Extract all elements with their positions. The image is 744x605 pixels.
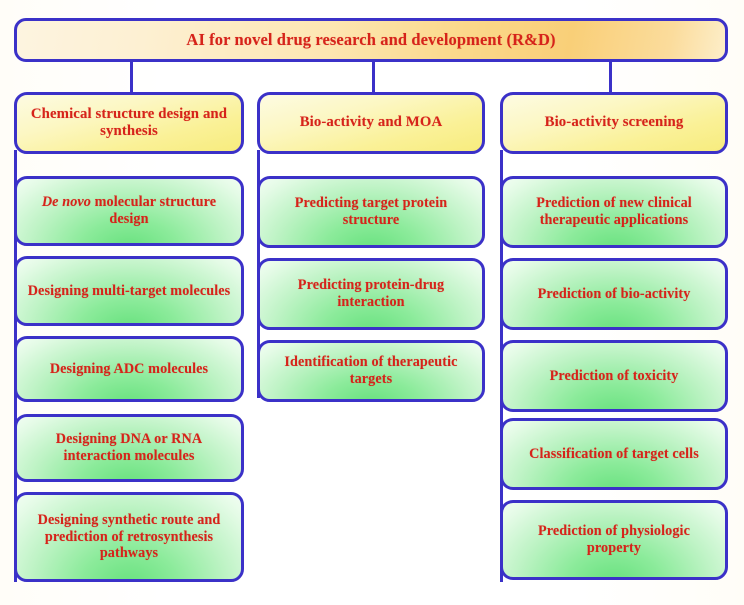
- branch-3-header-label: Bio-activity screening: [544, 114, 684, 131]
- branch-2-item-2[interactable]: Predicting protein-drug interaction: [257, 258, 485, 330]
- diagram-title-text: AI for novel drug research and developme…: [186, 30, 556, 50]
- branch-1-header-label: Chemical structure design and synthesis: [30, 105, 228, 139]
- branch-2-header-label: Bio-activity and MOA: [299, 114, 443, 131]
- branch-1-item-2-label: Designing multi-target molecules: [27, 282, 231, 299]
- branch-3-item-4-label: Classification of target cells: [529, 445, 699, 462]
- branch-3-item-2[interactable]: Prediction of bio-activity: [500, 258, 728, 330]
- branch-3-item-2-label: Prediction of bio-activity: [537, 285, 691, 302]
- branch-3-item-3-label: Prediction of toxicity: [549, 367, 679, 384]
- branch-3-item-3[interactable]: Prediction of toxicity: [500, 340, 728, 412]
- branch-1-item-4[interactable]: Designing DNA or RNA interaction molecul…: [14, 414, 244, 482]
- branch-2-item-3-label: Identification of therapeutic targets: [284, 354, 458, 387]
- branch-3-item-1-label: Prediction of new clinical therapeutic a…: [536, 195, 692, 228]
- branch-2-item-1-label: Predicting target protein structure: [294, 195, 448, 228]
- branch-1-item-1-label: De novo molecular structure design: [41, 194, 217, 227]
- branch-2-item-3[interactable]: Identification of therapeutic targets: [257, 340, 485, 402]
- branch-1-item-2[interactable]: Designing multi-target molecules: [14, 256, 244, 326]
- branch-1-header[interactable]: Chemical structure design and synthesis: [14, 92, 244, 154]
- branch-3-item-4[interactable]: Classification of target cells: [500, 418, 728, 490]
- branch-1-item-5-label: Designing synthetic route and prediction…: [37, 511, 221, 562]
- branch-1-item-3[interactable]: Designing ADC molecules: [14, 336, 244, 402]
- branch-1-item-3-label: Designing ADC molecules: [49, 360, 209, 377]
- connector-trunk-branch-1: [130, 62, 133, 94]
- connector-trunk-branch-3: [609, 62, 612, 94]
- branch-2-item-1[interactable]: Predicting target protein structure: [257, 176, 485, 248]
- branch-2-item-2-label: Predicting protein-drug interaction: [297, 277, 445, 310]
- branch-3-item-5-label: Prediction of physiologic property: [538, 523, 690, 556]
- branch-3-header[interactable]: Bio-activity screening: [500, 92, 728, 154]
- branch-1-item-1[interactable]: De novo molecular structure design: [14, 176, 244, 246]
- branch-1-item-4-label: Designing DNA or RNA interaction molecul…: [55, 431, 203, 464]
- branch-2-header[interactable]: Bio-activity and MOA: [257, 92, 485, 154]
- branch-3-item-1[interactable]: Prediction of new clinical therapeutic a…: [500, 176, 728, 248]
- branch-3-item-5[interactable]: Prediction of physiologic property: [500, 500, 728, 580]
- branch-1-item-5[interactable]: Designing synthetic route and prediction…: [14, 492, 244, 582]
- diagram-title-box: AI for novel drug research and developme…: [14, 18, 728, 62]
- connector-trunk-branch-2: [372, 62, 375, 94]
